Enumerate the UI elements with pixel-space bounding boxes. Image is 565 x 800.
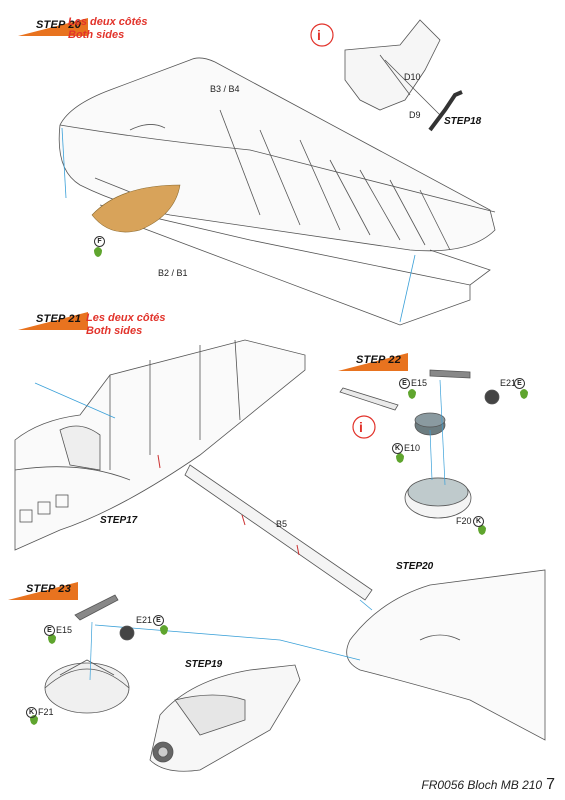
part-label-f20: F20 bbox=[456, 516, 472, 526]
step-20-title: Les deux côtés Both sides bbox=[68, 16, 147, 42]
paint-badge-e: E bbox=[153, 615, 164, 626]
title-en: Both sides bbox=[68, 29, 125, 41]
page-number: 7 bbox=[546, 776, 555, 793]
paint-badge-f: F bbox=[94, 236, 105, 247]
part-label-f21: F21 bbox=[38, 707, 54, 717]
step-prefix: STEP bbox=[36, 19, 66, 31]
part-label-e21: E21 bbox=[500, 378, 517, 388]
step-number: 22 bbox=[388, 354, 402, 366]
step-number: 23 bbox=[58, 583, 72, 595]
part-label-b3-b4: B3 / B4 bbox=[210, 84, 240, 94]
kit-code: FR0056 Bloch MB 210 bbox=[421, 778, 543, 792]
step-21-title: Les deux côtés Both sides bbox=[86, 312, 165, 338]
ref-step18: STEP18 bbox=[444, 116, 482, 127]
paint-badge-k: K bbox=[392, 443, 403, 454]
part-label-d10: D10 bbox=[404, 72, 421, 82]
paint-badge-k: K bbox=[473, 516, 484, 527]
step-number: 20 bbox=[68, 19, 82, 31]
title-en: Both sides bbox=[86, 325, 143, 337]
step-prefix: STEP bbox=[356, 354, 386, 366]
info-icon: i bbox=[359, 419, 363, 435]
paint-badge-e: E bbox=[399, 378, 410, 389]
ref-step20: STEP20 bbox=[396, 561, 434, 572]
ref-step17: STEP17 bbox=[100, 515, 138, 526]
part-label-e15-b: E15 bbox=[56, 625, 73, 635]
title-fr: Les deux côtés bbox=[86, 312, 166, 324]
ref-step19: STEP19 bbox=[185, 659, 223, 670]
part-label-e21-b: E21 bbox=[136, 615, 153, 625]
part-label-e15: E15 bbox=[411, 378, 428, 388]
paint-badge-k: K bbox=[26, 707, 37, 718]
part-label-d9: D9 bbox=[409, 110, 421, 120]
paint-badge-e: E bbox=[44, 625, 55, 636]
step-number: 21 bbox=[68, 313, 82, 325]
title-fr: Les deux côtés bbox=[68, 16, 148, 28]
step-prefix: STEP bbox=[36, 313, 66, 325]
step-23-flag: STEP 23 bbox=[8, 582, 78, 600]
info-icon: i bbox=[317, 27, 321, 43]
part-label-b5: B5 bbox=[276, 519, 288, 529]
step-20-flag: STEP 20 bbox=[18, 18, 88, 36]
part-label-e10: E10 bbox=[404, 443, 421, 453]
step-prefix: STEP bbox=[26, 583, 56, 595]
paint-badge-e: E bbox=[514, 378, 525, 389]
step-21-flag: STEP 21 bbox=[18, 312, 88, 330]
paint-badges bbox=[30, 247, 528, 725]
part-label-b2-b1: B2 / B1 bbox=[158, 268, 188, 278]
step-22-flag: STEP 22 bbox=[338, 353, 408, 371]
